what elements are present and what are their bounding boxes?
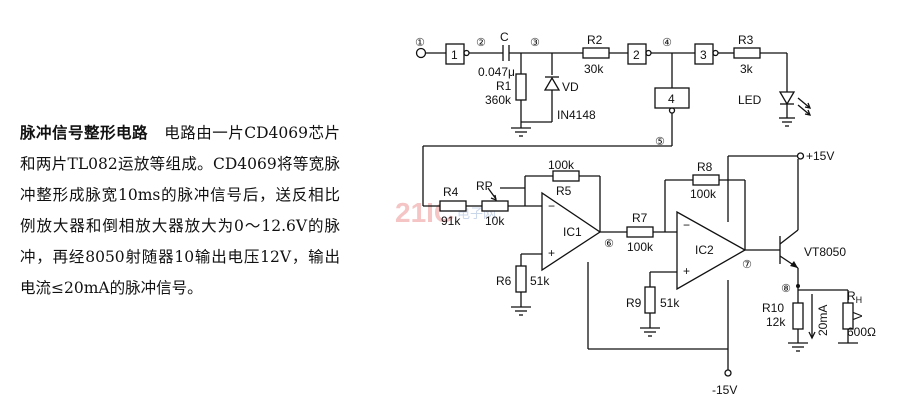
r5-label: R5 bbox=[556, 184, 572, 198]
current-label: 20mA bbox=[816, 305, 830, 336]
resistor-r10 bbox=[792, 302, 804, 330]
gate-3-label: 3 bbox=[700, 48, 707, 62]
c-label: C bbox=[500, 30, 509, 44]
r9-value: 51k bbox=[660, 296, 680, 310]
output-stage: +15V VT8050 ⑧ R10 12k 20mA RH V 600Ω bbox=[728, 149, 876, 352]
resistor-r7 bbox=[626, 226, 654, 238]
ic2-minus: − bbox=[683, 218, 690, 232]
r5-value: 100k bbox=[548, 158, 575, 172]
r1-label: R1 bbox=[496, 79, 512, 93]
r7-value: 100k bbox=[627, 240, 654, 254]
node-5-label: ⑤ bbox=[655, 136, 665, 148]
vminus-label: -15V bbox=[712, 383, 737, 397]
r6-value: 51k bbox=[530, 274, 550, 288]
vplus-label: +15V bbox=[806, 149, 834, 163]
amplifier-stage: R4 91k RP 10k 100k R5 − + IC1 ⑥ R6 51k bbox=[423, 156, 780, 397]
r6-label: R6 bbox=[496, 274, 512, 288]
resistor-r3 bbox=[733, 47, 761, 59]
gate-1-label: 1 bbox=[451, 48, 458, 62]
node-1-label: ① bbox=[415, 37, 425, 49]
ic2-label: IC2 bbox=[695, 243, 714, 257]
r7-label: R7 bbox=[632, 211, 648, 225]
opamp-ic1 bbox=[541, 191, 602, 272]
r10-label: R10 bbox=[762, 301, 784, 315]
gate-4-label: 4 bbox=[668, 92, 675, 106]
node-6-label: ⑥ bbox=[604, 238, 614, 250]
resistor-r6 bbox=[515, 265, 527, 293]
resistor-r1 bbox=[515, 73, 527, 101]
ic1-label: IC1 bbox=[563, 225, 582, 239]
node-3-label: ③ bbox=[530, 37, 540, 49]
r10-value: 12k bbox=[766, 315, 786, 329]
opamp-ic2 bbox=[676, 210, 747, 291]
ic1-minus: − bbox=[548, 199, 555, 213]
node-7-label: ⑦ bbox=[742, 259, 752, 271]
circuit-title: 脉冲信号整形电路 bbox=[20, 124, 148, 142]
node-2-label: ② bbox=[476, 37, 486, 49]
ic1-plus: + bbox=[548, 246, 555, 260]
circuit-description: 电路由一片CD4069芯片和两片TL082运放等组成。CD4069将等宽脉冲整形… bbox=[20, 124, 341, 297]
r4-label: R4 bbox=[443, 185, 459, 199]
resistor-r4 bbox=[439, 200, 467, 212]
c-value: 0.047μ bbox=[478, 65, 515, 79]
rh-value: 600Ω bbox=[847, 325, 876, 339]
description-text: 脉冲信号整形电路 电路由一片CD4069芯片和两片TL082运放等组成。CD40… bbox=[20, 118, 340, 304]
ic2-plus: + bbox=[683, 264, 690, 278]
input-terminal bbox=[415, 47, 427, 59]
node-4-label: ④ bbox=[662, 37, 672, 49]
potentiometer-rp bbox=[481, 200, 509, 212]
voltage-label: V bbox=[851, 312, 865, 320]
r2-label: R2 bbox=[587, 33, 603, 47]
r8-value: 100k bbox=[690, 187, 717, 201]
vd-label: VD bbox=[562, 80, 579, 94]
rp-value: 10k bbox=[485, 214, 505, 228]
node-8-label: ⑧ bbox=[781, 283, 791, 295]
diode-vd bbox=[543, 76, 561, 91]
vd-part: IN4148 bbox=[557, 108, 596, 122]
r3-label: R3 bbox=[738, 33, 754, 47]
r2-value: 30k bbox=[584, 62, 604, 76]
rh-label: RH bbox=[847, 289, 862, 305]
led-label: LED bbox=[738, 93, 762, 107]
r9-label: R9 bbox=[626, 296, 642, 310]
transistor-label: VT8050 bbox=[804, 245, 846, 259]
resistor-r9 bbox=[644, 286, 656, 314]
gate-2-label: 2 bbox=[633, 48, 640, 62]
r8-label: R8 bbox=[697, 160, 713, 174]
r1-value: 360k bbox=[485, 93, 512, 107]
r4-value: 91k bbox=[441, 214, 461, 228]
rp-label: RP bbox=[476, 179, 493, 193]
resistor-r5 bbox=[552, 170, 580, 182]
r3-value: 3k bbox=[740, 62, 754, 76]
input-stage: ① 1 ② C 0.047μ ③ R1 360k VD IN4148 bbox=[415, 30, 812, 206]
resistor-r8 bbox=[692, 174, 720, 186]
resistor-r2 bbox=[582, 47, 610, 59]
led bbox=[778, 91, 796, 106]
